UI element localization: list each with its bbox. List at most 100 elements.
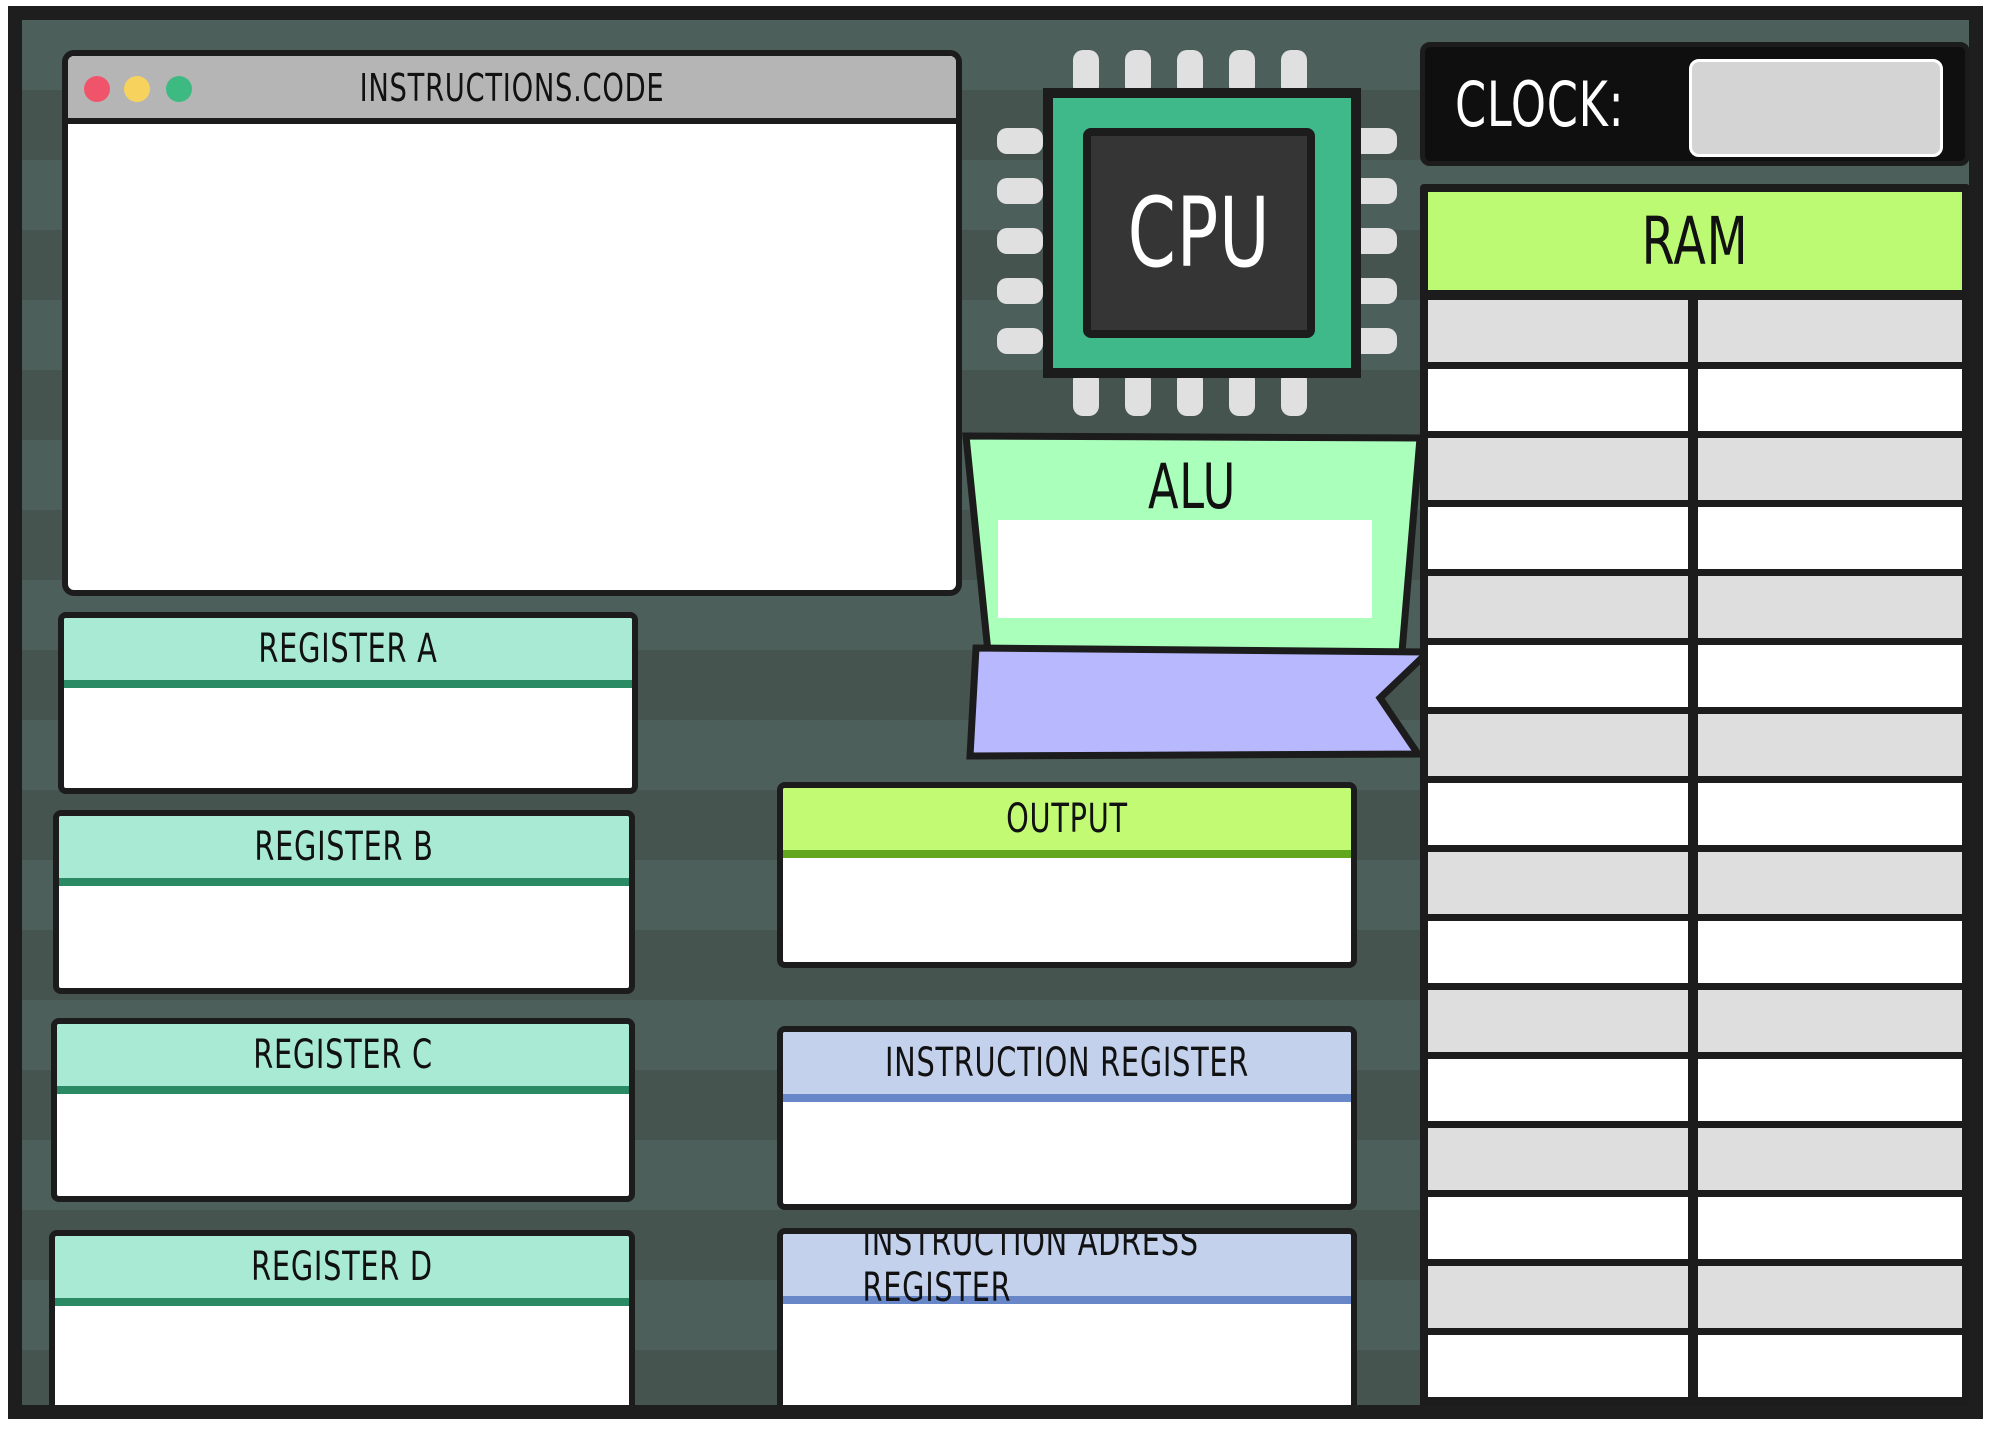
cpu-chip: CPU (997, 50, 1397, 416)
instructions-window-title: INSTRUCTIONS.CODE (359, 66, 665, 110)
ram-row (1428, 438, 1962, 500)
instruction-address-register: INSTRUCTION ADRESS REGISTER (777, 1228, 1357, 1405)
ram-address-cell[interactable] (1428, 576, 1688, 638)
ram-address-cell[interactable] (1428, 300, 1688, 362)
register-b-header: REGISTER B (59, 816, 629, 886)
instruction-register-value[interactable] (783, 1102, 1351, 1204)
register-b: REGISTER B (53, 810, 635, 994)
ram-address-cell[interactable] (1428, 1197, 1688, 1259)
ram-row (1428, 369, 1962, 431)
ram-row (1428, 990, 1962, 1052)
instruction-register-header: INSTRUCTION REGISTER (783, 1032, 1351, 1102)
instructions-window: INSTRUCTIONS.CODE (62, 50, 962, 596)
ram-value-cell[interactable] (1698, 1266, 1962, 1328)
cpu-pin (997, 128, 1043, 154)
ram-address-cell[interactable] (1428, 1059, 1688, 1121)
ram-row (1428, 783, 1962, 845)
alu-unit: ALU (962, 430, 1432, 760)
ram-row (1428, 1266, 1962, 1328)
instruction-address-register-value[interactable] (783, 1304, 1351, 1405)
alu-label: ALU (1147, 449, 1237, 523)
ram-address-cell[interactable] (1428, 369, 1688, 431)
output-header: OUTPUT (783, 788, 1351, 858)
ram-address-cell[interactable] (1428, 852, 1688, 914)
ram-table (1428, 300, 1962, 1405)
instruction-address-register-header: INSTRUCTION ADRESS REGISTER (783, 1234, 1351, 1311)
register-b-value[interactable] (59, 886, 629, 988)
clock-display[interactable] (1689, 59, 1943, 157)
ram-panel: RAM (1420, 184, 1969, 1405)
ram-value-cell[interactable] (1698, 783, 1962, 845)
output-label: OUTPUT (1006, 796, 1128, 842)
cpu-package: CPU (1043, 88, 1361, 378)
ram-row (1428, 300, 1962, 362)
alu-value[interactable] (998, 520, 1372, 618)
ram-value-cell[interactable] (1698, 300, 1962, 362)
ram-value-cell[interactable] (1698, 990, 1962, 1052)
ram-row (1428, 921, 1962, 983)
computer-board: INSTRUCTIONS.CODE REGISTER A REGISTER B … (8, 6, 1983, 1419)
output-value[interactable] (783, 858, 1351, 962)
ram-row (1428, 645, 1962, 707)
register-d: REGISTER D (49, 1230, 635, 1405)
ram-value-cell[interactable] (1698, 921, 1962, 983)
register-a: REGISTER A (58, 612, 638, 794)
ram-row (1428, 507, 1962, 569)
alu-flag-value[interactable] (986, 666, 1366, 744)
register-a-label: REGISTER A (258, 626, 438, 672)
instruction-register: INSTRUCTION REGISTER (777, 1026, 1357, 1210)
alu-flag-ribbon (966, 644, 1432, 760)
ram-row (1428, 576, 1962, 638)
ram-row (1428, 1335, 1962, 1397)
ram-address-cell[interactable] (1428, 645, 1688, 707)
register-d-value[interactable] (55, 1306, 629, 1405)
ram-header: RAM (1428, 192, 1962, 290)
register-b-label: REGISTER B (254, 824, 434, 870)
clock-panel: CLOCK: (1420, 42, 1969, 166)
minimize-window-dot[interactable] (124, 76, 150, 102)
register-c-value[interactable] (57, 1094, 629, 1196)
ram-address-cell[interactable] (1428, 921, 1688, 983)
register-c-label: REGISTER C (253, 1032, 433, 1078)
ram-address-cell[interactable] (1428, 438, 1688, 500)
ram-value-cell[interactable] (1698, 369, 1962, 431)
ram-value-cell[interactable] (1698, 1197, 1962, 1259)
ram-address-cell[interactable] (1428, 990, 1688, 1052)
ram-value-cell[interactable] (1698, 507, 1962, 569)
ram-value-cell[interactable] (1698, 438, 1962, 500)
ram-address-cell[interactable] (1428, 714, 1688, 776)
ram-row (1428, 714, 1962, 776)
ram-address-cell[interactable] (1428, 1128, 1688, 1190)
ram-label: RAM (1641, 202, 1749, 280)
ram-address-cell[interactable] (1428, 507, 1688, 569)
ram-address-cell[interactable] (1428, 783, 1688, 845)
cpu-label: CPU (1127, 177, 1271, 289)
cpu-pin (997, 328, 1043, 354)
cpu-pin (997, 228, 1043, 254)
ram-address-cell[interactable] (1428, 1335, 1688, 1397)
ram-value-cell[interactable] (1698, 1059, 1962, 1121)
ram-row (1428, 1128, 1962, 1190)
output-register: OUTPUT (777, 782, 1357, 968)
register-c: REGISTER C (51, 1018, 635, 1202)
ram-value-cell[interactable] (1698, 714, 1962, 776)
cpu-core: CPU (1083, 128, 1315, 338)
close-window-dot[interactable] (84, 76, 110, 102)
ram-value-cell[interactable] (1698, 1335, 1962, 1397)
ram-row (1428, 1059, 1962, 1121)
ram-address-cell[interactable] (1428, 1266, 1688, 1328)
cpu-pin (997, 278, 1043, 304)
maximize-window-dot[interactable] (166, 76, 192, 102)
ram-value-cell[interactable] (1698, 645, 1962, 707)
ram-value-cell[interactable] (1698, 852, 1962, 914)
instructions-titlebar: INSTRUCTIONS.CODE (68, 56, 956, 124)
instruction-register-label: INSTRUCTION REGISTER (884, 1040, 1250, 1086)
ram-row (1428, 1197, 1962, 1259)
ram-value-cell[interactable] (1698, 1128, 1962, 1190)
register-c-header: REGISTER C (57, 1024, 629, 1094)
ram-value-cell[interactable] (1698, 576, 1962, 638)
register-a-value[interactable] (64, 688, 632, 788)
register-d-label: REGISTER D (251, 1244, 433, 1290)
register-d-header: REGISTER D (55, 1236, 629, 1306)
instructions-code-area[interactable] (68, 124, 956, 590)
